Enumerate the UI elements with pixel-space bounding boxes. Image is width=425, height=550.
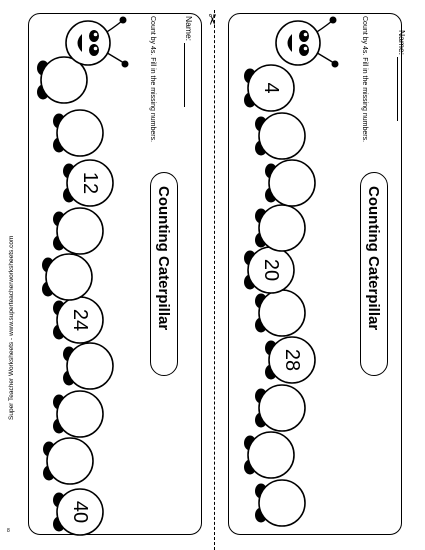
antenna-tip-right-2	[331, 60, 339, 68]
eye-glint-left-2	[93, 46, 98, 51]
segment-number-left-6: 24	[69, 309, 91, 331]
eye-glint-left-1	[93, 32, 98, 37]
eye-glint-right-2	[303, 46, 308, 51]
eye-glint-right-1	[303, 32, 308, 37]
mouth-right	[287, 34, 292, 52]
segment-left-3	[66, 159, 114, 207]
segment-left-5	[45, 253, 93, 301]
mouth-left	[77, 34, 82, 52]
segment-right-3	[268, 159, 316, 207]
segment-number-right-1: 4	[260, 82, 282, 93]
segment-right-1	[247, 64, 295, 112]
segment-left-1	[40, 56, 88, 104]
eye-right-2	[299, 44, 309, 56]
antenna-tip-left-1	[119, 16, 127, 24]
segment-right-6	[258, 289, 306, 337]
segment-left-7	[66, 342, 114, 390]
antenna-tip-left-2	[121, 60, 129, 68]
title-pill-right	[360, 172, 388, 376]
segment-right-2	[258, 112, 306, 160]
antenna-tip-right-1	[329, 16, 337, 24]
segment-left-4	[56, 207, 104, 255]
segment-left-2	[56, 109, 104, 157]
cut-line	[214, 10, 215, 550]
segment-right-8	[258, 384, 306, 432]
head-left	[65, 20, 111, 66]
eye-left-1	[89, 30, 99, 42]
segment-number-left-10: 40	[69, 501, 91, 523]
page-number: 8	[7, 528, 10, 534]
segment-number-left-3: 12	[79, 172, 101, 194]
segment-number-right-5: 20	[260, 259, 282, 281]
segment-number-right-7: 28	[281, 349, 303, 371]
title-pill-left	[150, 172, 178, 376]
segment-left-10	[56, 488, 104, 536]
head-right	[275, 20, 321, 66]
eye-left-2	[89, 44, 99, 56]
eye-right-1	[299, 30, 309, 42]
segment-right-7	[268, 336, 316, 384]
segment-right-9	[247, 431, 295, 479]
segment-right-10	[258, 479, 306, 527]
segment-left-8	[56, 390, 104, 438]
segment-left-9	[46, 437, 94, 485]
segment-right-4	[258, 204, 306, 252]
